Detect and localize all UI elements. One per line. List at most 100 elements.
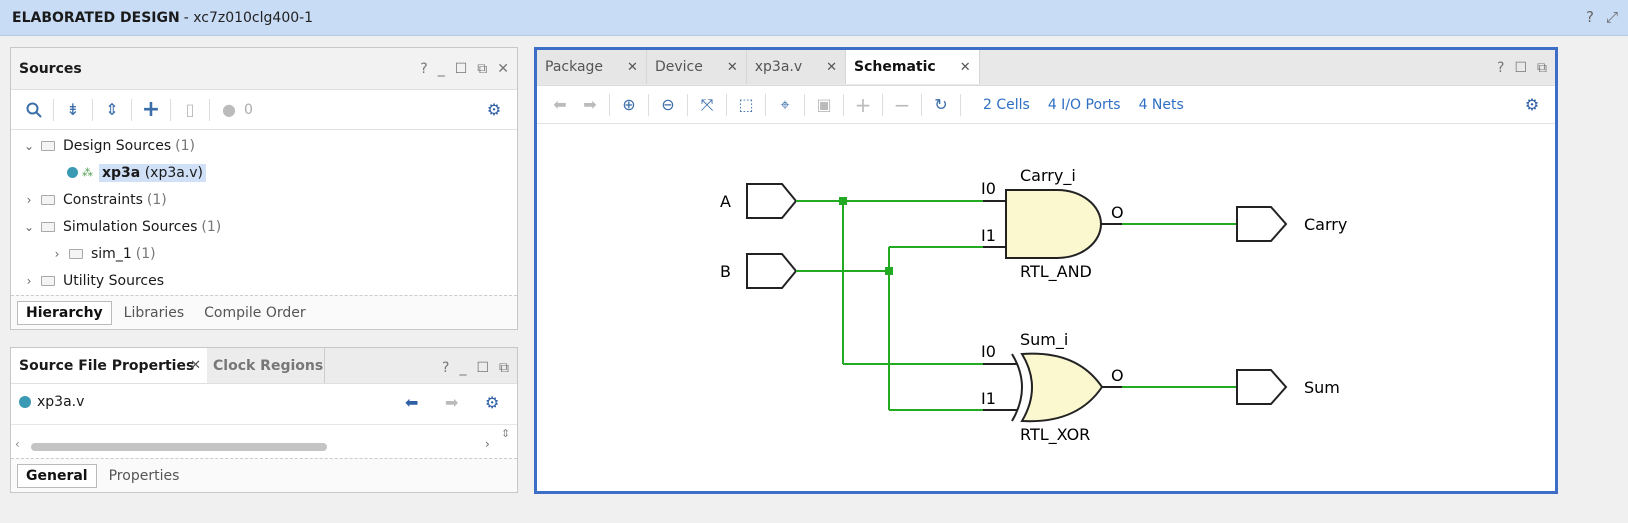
status-dot-icon — [19, 396, 31, 408]
zoom-fit-icon[interactable]: ⤧ — [700, 94, 714, 114]
crosshair-icon[interactable]: ⌖ — [780, 94, 790, 114]
pin-o: O — [1111, 366, 1124, 385]
gear-icon[interactable]: ⚙ — [486, 100, 502, 119]
schematic-canvas[interactable]: A B — [537, 124, 1555, 491]
xor-gate[interactable] — [1020, 352, 1104, 423]
zoom-out-icon[interactable]: ⊖ — [661, 95, 675, 114]
scroll-left-icon[interactable]: ‹ — [15, 437, 20, 451]
tab-label: Package — [545, 59, 604, 75]
close-icon[interactable]: ✕ — [959, 59, 971, 75]
minimize-icon[interactable]: _ — [459, 360, 467, 376]
tree-item-count: (1) — [135, 245, 156, 262]
input-port-b[interactable] — [746, 253, 798, 289]
xp3a-selected[interactable]: xp3a (xp3a.v) — [99, 163, 207, 182]
float-icon[interactable]: ⧉ — [499, 360, 509, 376]
chevron-right-icon[interactable]: › — [54, 246, 60, 261]
forward-arrow-icon[interactable]: ➡ — [445, 392, 459, 412]
sources-tree: ⌄ Design Sources (1) ⁂ xp3a (xp3a.v) › C… — [11, 130, 517, 294]
tree-item-design-sources[interactable]: ⌄ Design Sources (1) — [11, 132, 517, 159]
cell-icon[interactable]: ▣ — [816, 95, 832, 114]
tree-item-constraints[interactable]: › Constraints (1) — [11, 186, 517, 213]
tab-hierarchy[interactable]: Hierarchy — [17, 300, 112, 325]
refresh-icon[interactable]: ↻ — [934, 95, 948, 114]
help-icon[interactable]: ? — [1497, 60, 1505, 76]
tree-item-simulation-sources[interactable]: ⌄ Simulation Sources (1) — [11, 213, 517, 240]
minimize-icon[interactable]: _ — [437, 60, 445, 77]
tree-item-count: (1) — [201, 218, 222, 235]
tab-properties[interactable]: Properties — [108, 467, 180, 484]
chevron-down-icon[interactable]: ⌄ — [23, 219, 35, 234]
output-port-carry[interactable] — [1236, 206, 1288, 242]
schematic-toolbar: ⬅ ➡ ⊕ ⊖ ⤧ ⬚ ⌖ ▣ + − ↻ 2 Cells 4 I/O Port… — [537, 86, 1555, 124]
tree-item-xp3a[interactable]: ⁂ xp3a (xp3a.v) — [11, 159, 517, 186]
folder-icon — [41, 140, 55, 151]
help-icon[interactable]: ? — [1586, 8, 1594, 26]
help-icon[interactable]: ? — [420, 60, 428, 77]
chevron-right-icon[interactable]: › — [26, 192, 32, 207]
and-cell-type: RTL_AND — [1020, 262, 1092, 282]
vertical-scroll-icon[interactable]: ⇕ — [501, 427, 511, 440]
tab-package[interactable]: Package ✕ — [537, 50, 647, 84]
hierarchy-icon: ⁂ — [82, 166, 93, 179]
collapse-all-icon[interactable]: ⇟ — [66, 100, 80, 119]
gear-icon[interactable]: ⚙ — [485, 392, 500, 412]
restore-icon[interactable]: ⤢ — [1605, 8, 1618, 26]
expand-all-icon[interactable]: ⇕ — [105, 100, 119, 119]
maximize-icon[interactable]: ☐ — [476, 360, 489, 376]
tab-compile-order[interactable]: Compile Order — [204, 304, 306, 321]
ports-link[interactable]: 4 I/O Ports — [1047, 96, 1121, 113]
help-icon[interactable]: ? — [442, 360, 450, 376]
tree-item-label: Design Sources — [63, 137, 172, 154]
sources-view-tabs: Hierarchy Libraries Compile Order — [11, 295, 517, 329]
tab-source-file-properties[interactable]: Source File Properties ✕ — [11, 348, 207, 383]
input-port-a[interactable] — [746, 183, 798, 219]
sources-title: Sources — [19, 60, 82, 77]
forward-arrow-icon[interactable]: ➡ — [583, 95, 597, 114]
horizontal-scrollbar[interactable] — [31, 443, 327, 451]
folder-icon — [41, 221, 55, 232]
back-arrow-icon[interactable]: ⬅ — [553, 95, 567, 114]
add-icon[interactable]: + — [141, 97, 161, 122]
cells-link[interactable]: 2 Cells — [983, 96, 1030, 113]
close-icon[interactable]: ✕ — [190, 358, 201, 373]
tree-item-label: Constraints — [63, 191, 143, 208]
nets-link[interactable]: 4 Nets — [1138, 96, 1184, 113]
and-cell-name: Carry_i — [1020, 166, 1076, 186]
float-icon[interactable]: ⧉ — [1537, 60, 1547, 76]
properties-file-name: xp3a.v — [37, 394, 85, 410]
close-icon[interactable]: ✕ — [726, 59, 738, 75]
tree-item-count: (1) — [146, 191, 167, 208]
gear-icon[interactable]: ⚙ — [1524, 95, 1540, 114]
back-arrow-icon[interactable]: ⬅ — [405, 392, 419, 412]
zoom-in-icon[interactable]: ⊕ — [622, 95, 636, 114]
port-label-b: B — [720, 262, 731, 281]
maximize-icon[interactable]: ☐ — [454, 60, 468, 77]
expand-icon[interactable]: + — [854, 92, 872, 117]
close-icon[interactable]: ✕ — [627, 59, 638, 75]
tab-device[interactable]: Device✕ — [646, 50, 747, 84]
properties-scroll-area: ‹ › ⇕ — [11, 424, 517, 456]
tab-xp3a-v[interactable]: xp3a.v ✕ — [746, 50, 847, 84]
search-icon[interactable] — [19, 96, 49, 124]
properties-icon[interactable]: ▯ — [185, 100, 195, 119]
tab-general[interactable]: General — [17, 463, 97, 488]
and-gate[interactable] — [1005, 189, 1102, 259]
window-subtitle: - xc7z010clg400-1 — [183, 9, 314, 26]
tab-libraries[interactable]: Libraries — [123, 304, 185, 321]
tab-label: xp3a.v — [754, 59, 803, 75]
output-port-sum[interactable] — [1236, 369, 1288, 405]
collapse-icon[interactable]: − — [893, 92, 911, 117]
close-icon[interactable]: ✕ — [497, 60, 509, 77]
float-icon[interactable]: ⧉ — [477, 60, 488, 77]
tree-item-utility-sources[interactable]: › Utility Sources — [11, 267, 517, 294]
zoom-area-icon[interactable]: ⬚ — [738, 95, 754, 114]
tree-item-sim1[interactable]: › sim_1 (1) — [11, 240, 517, 267]
close-icon[interactable]: ✕ — [826, 59, 838, 75]
tab-schematic[interactable]: Schematic✕ — [846, 50, 980, 84]
pin-i0: I0 — [981, 179, 996, 198]
chevron-down-icon[interactable]: ⌄ — [23, 138, 35, 153]
maximize-icon[interactable]: ☐ — [1514, 60, 1527, 76]
chevron-right-icon[interactable]: › — [26, 273, 32, 288]
scroll-right-icon[interactable]: › — [485, 437, 490, 451]
tab-clock-regions[interactable]: Clock Regions — [207, 348, 325, 383]
